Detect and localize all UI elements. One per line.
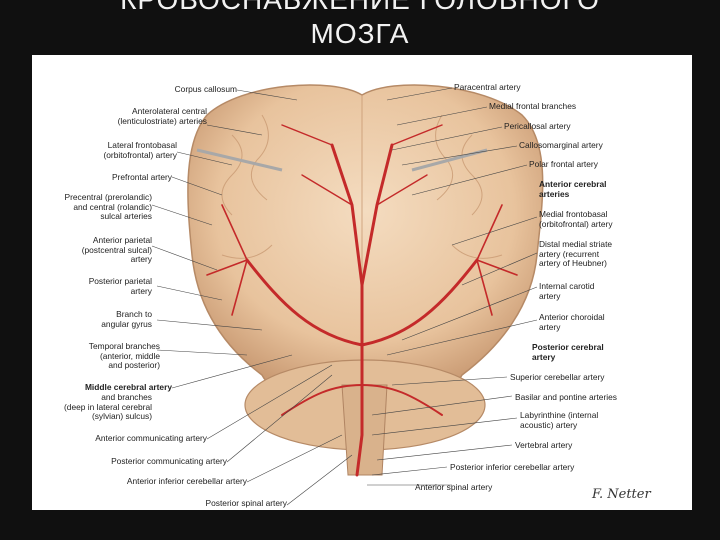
label-prefrontal-artery: Prefrontal artery: [111, 172, 172, 182]
label-anterolateral-central-arteries: Anterolateral central (lenticulostriate)…: [117, 106, 207, 126]
label-pericallosal-artery: Pericallosal artery: [504, 121, 571, 131]
label-medial-frontal-branches: Medial frontal branches: [489, 101, 577, 111]
slide-title-line1: КРОВОСНАБЖЕНИЕ ГОЛОВНОГО: [0, 0, 720, 14]
label-mca-branches: and branches (deep in lateral cerebral (…: [64, 392, 152, 421]
brain-arteries-illustration: Corpus callosum Anterolateral central (l…: [32, 55, 692, 510]
slide-title-line2: МОЗГА: [310, 18, 410, 49]
brainstem-shape: [341, 384, 388, 476]
label-callosomarginal-artery: Callosomarginal artery: [519, 140, 603, 150]
label-anterior-cerebral-arteries: Anterior cerebral arteries: [539, 179, 607, 199]
label-internal-carotid-artery: Internal carotid artery: [539, 281, 595, 301]
label-posterior-inferior-cerebellar-artery: Posterior inferior cerebellar artery: [450, 462, 575, 472]
label-anterior-spinal-artery: Anterior spinal artery: [415, 482, 493, 492]
label-superior-cerebellar-artery: Superior cerebellar artery: [510, 372, 605, 382]
label-basilar-pontine-arteries: Basilar and pontine arteries: [515, 392, 617, 402]
label-polar-frontal-artery: Polar frontal artery: [529, 159, 598, 169]
cerebrum-shape: [187, 84, 544, 401]
label-medial-frontobasal-artery: Medial frontobasal (orbitofrontal) arter…: [539, 209, 613, 229]
label-anterior-inferior-cerebellar-artery: Anterior inferior cerebellar artery: [126, 476, 247, 486]
label-anterior-communicating-artery: Anterior communicating artery: [95, 433, 207, 443]
label-anterior-parietal-artery: Anterior parietal (postcentral sulcal) a…: [81, 235, 152, 264]
label-anterior-choroidal-artery: Anterior choroidal artery: [539, 312, 605, 332]
label-posterior-cerebral-artery: Posterior cerebral artery: [532, 342, 604, 362]
label-paracentral-artery: Paracentral artery: [454, 82, 521, 92]
label-labyrinthine-artery: Labyrinthine (internal acoustic) artery: [520, 410, 599, 430]
label-branch-to-angular-gyrus: Branch to angular gyrus: [101, 309, 152, 329]
label-posterior-communicating-artery: Posterior communicating artery: [111, 456, 227, 466]
label-middle-cerebral-artery: Middle cerebral artery: [84, 382, 172, 392]
artist-signature: F. Netter: [592, 487, 651, 502]
label-distal-medial-striate-artery: Distal medial striate artery (recurrent …: [539, 239, 613, 268]
label-posterior-spinal-artery: Posterior spinal artery: [205, 498, 287, 508]
label-lateral-frontobasal-artery: Lateral frontobasal (orbitofrontal) arte…: [103, 140, 177, 160]
brain-illustration-svg: [151, 84, 544, 506]
label-corpus-callosum: Corpus callosum: [174, 84, 237, 94]
label-posterior-parietal-artery: Posterior parietal artery: [88, 276, 152, 296]
label-vertebral-artery: Vertebral artery: [515, 440, 573, 450]
label-temporal-branches: Temporal branches (anterior, middle and …: [88, 341, 160, 370]
label-precentral-central-sulcal-arteries: Precentral (prerolandic) and central (ro…: [64, 192, 152, 221]
